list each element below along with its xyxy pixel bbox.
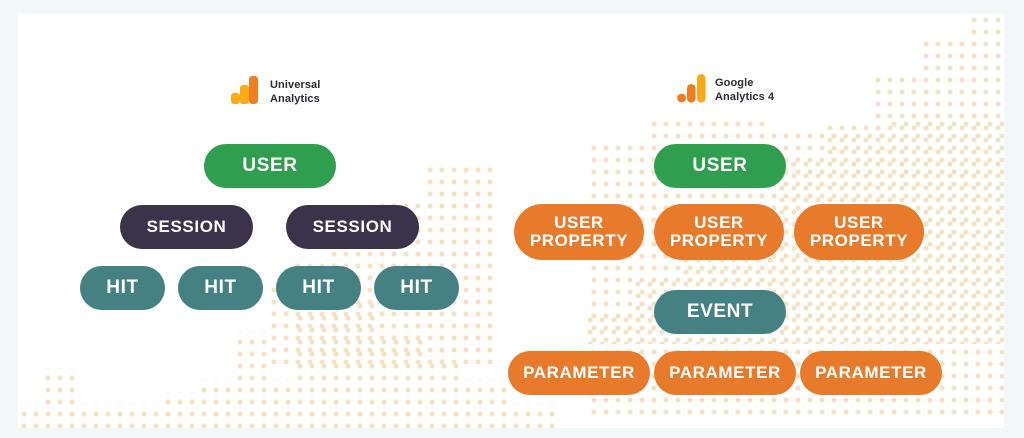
ua-node-hit-4: HIT xyxy=(374,266,459,310)
ua-node-hit-2: HIT xyxy=(178,266,263,310)
ga4-node-user-property-3: USER PROPERTY xyxy=(794,204,924,260)
ua-node-hit-3: HIT xyxy=(276,266,361,310)
diagram-card: Universal Analytics USER SESSION SESSION… xyxy=(18,14,1004,428)
ua-node-user: USER xyxy=(204,144,336,188)
universal-analytics-title: Universal Analytics xyxy=(270,79,321,105)
google-analytics-4-logo xyxy=(676,72,708,109)
google-analytics-4-title: Google Analytics 4 xyxy=(715,77,775,103)
dot-pattern-bottom-left xyxy=(18,228,558,428)
universal-analytics-header: Universal Analytics xyxy=(229,74,320,111)
google-analytics-4-header: Google Analytics 4 xyxy=(676,72,774,109)
ga4-node-user-property-1: USER PROPERTY xyxy=(514,204,644,260)
dot-pattern-mid-left xyxy=(268,164,498,364)
universal-analytics-logo xyxy=(229,74,263,111)
ga4-node-user: USER xyxy=(654,144,786,188)
ga4-node-parameter-2: PARAMETER xyxy=(654,351,796,395)
ga4-node-event: EVENT xyxy=(654,290,786,334)
ua-node-hit-1: HIT xyxy=(80,266,165,310)
ua-node-session-1: SESSION xyxy=(120,205,253,249)
ga4-node-parameter-1: PARAMETER xyxy=(508,351,650,395)
ga4-node-user-property-2: USER PROPERTY xyxy=(654,204,784,260)
ga4-node-parameter-3: PARAMETER xyxy=(800,351,942,395)
dot-pattern-top-right xyxy=(584,14,1004,344)
ua-node-session-2: SESSION xyxy=(286,205,419,249)
